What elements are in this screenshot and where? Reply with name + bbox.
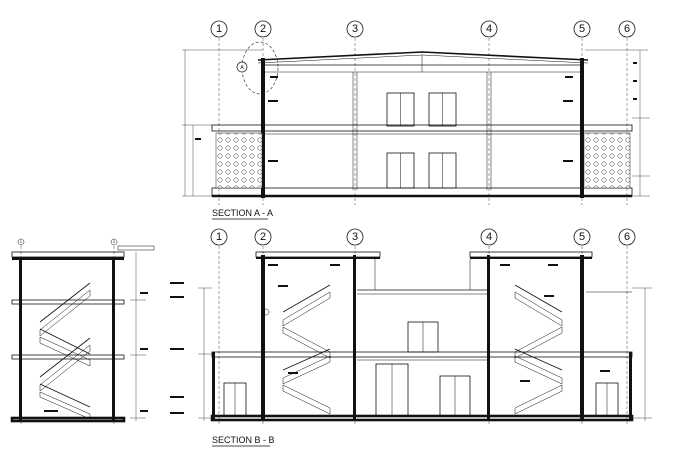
grid-label-b-5: 5 xyxy=(579,231,585,243)
section-b-openings xyxy=(223,321,619,417)
section-b-drawing: 1 2 3 4 5 6 SECTION B - B xyxy=(170,228,652,447)
detail-callout: A xyxy=(236,41,279,95)
section-b-stair-left xyxy=(282,284,331,415)
section-a-dimension-right xyxy=(585,49,650,197)
stair-section-drawing: 1 2 xyxy=(10,238,155,425)
grid-label-a-1: 1 xyxy=(216,23,222,35)
stair-grid-label-2: 2 xyxy=(113,240,115,244)
grid-label-a-4: 4 xyxy=(486,23,492,35)
grid-label-a-6: 6 xyxy=(624,23,630,35)
section-a-drawing: A 1 2 3 4 5 6 SECTION A - A xyxy=(182,20,650,220)
section-a-roof xyxy=(257,51,589,73)
section-a-grid-bubbles: 1 2 3 4 5 6 xyxy=(210,20,636,38)
section-a-grid-lines xyxy=(218,38,628,205)
section-b-dimension-left xyxy=(170,282,212,421)
grid-label-b-2: 2 xyxy=(260,231,266,243)
grid-label-b-6: 6 xyxy=(624,231,630,243)
section-b-stair-right xyxy=(514,284,563,415)
grid-label-b-3: 3 xyxy=(352,231,358,243)
section-b-grid-bubbles: 1 2 3 4 5 6 xyxy=(210,228,636,246)
grid-label-a-3: 3 xyxy=(352,23,358,35)
section-b-slabs xyxy=(210,251,634,422)
stair-grid-label-1: 1 xyxy=(20,240,22,244)
section-b-columns xyxy=(212,255,632,420)
grid-label-b-1: 1 xyxy=(216,231,222,243)
section-a-tags xyxy=(195,76,573,162)
section-a-block-walls xyxy=(215,132,631,189)
grid-label-b-4: 4 xyxy=(486,231,492,243)
section-a-title: SECTION A - A xyxy=(212,208,273,218)
section-b-title: SECTION B - B xyxy=(212,435,275,445)
section-a-openings xyxy=(386,92,457,189)
section-a-columns xyxy=(261,58,584,198)
section-b-tags xyxy=(262,264,610,382)
detail-marker-label: A xyxy=(240,65,244,71)
detail-marker-circle xyxy=(236,61,248,73)
section-b-dimension-right xyxy=(632,287,652,421)
section-a-dimension-left xyxy=(182,49,262,197)
grid-label-a-2: 2 xyxy=(260,23,266,35)
grid-label-a-5: 5 xyxy=(579,23,585,35)
section-a-slabs xyxy=(211,124,633,198)
